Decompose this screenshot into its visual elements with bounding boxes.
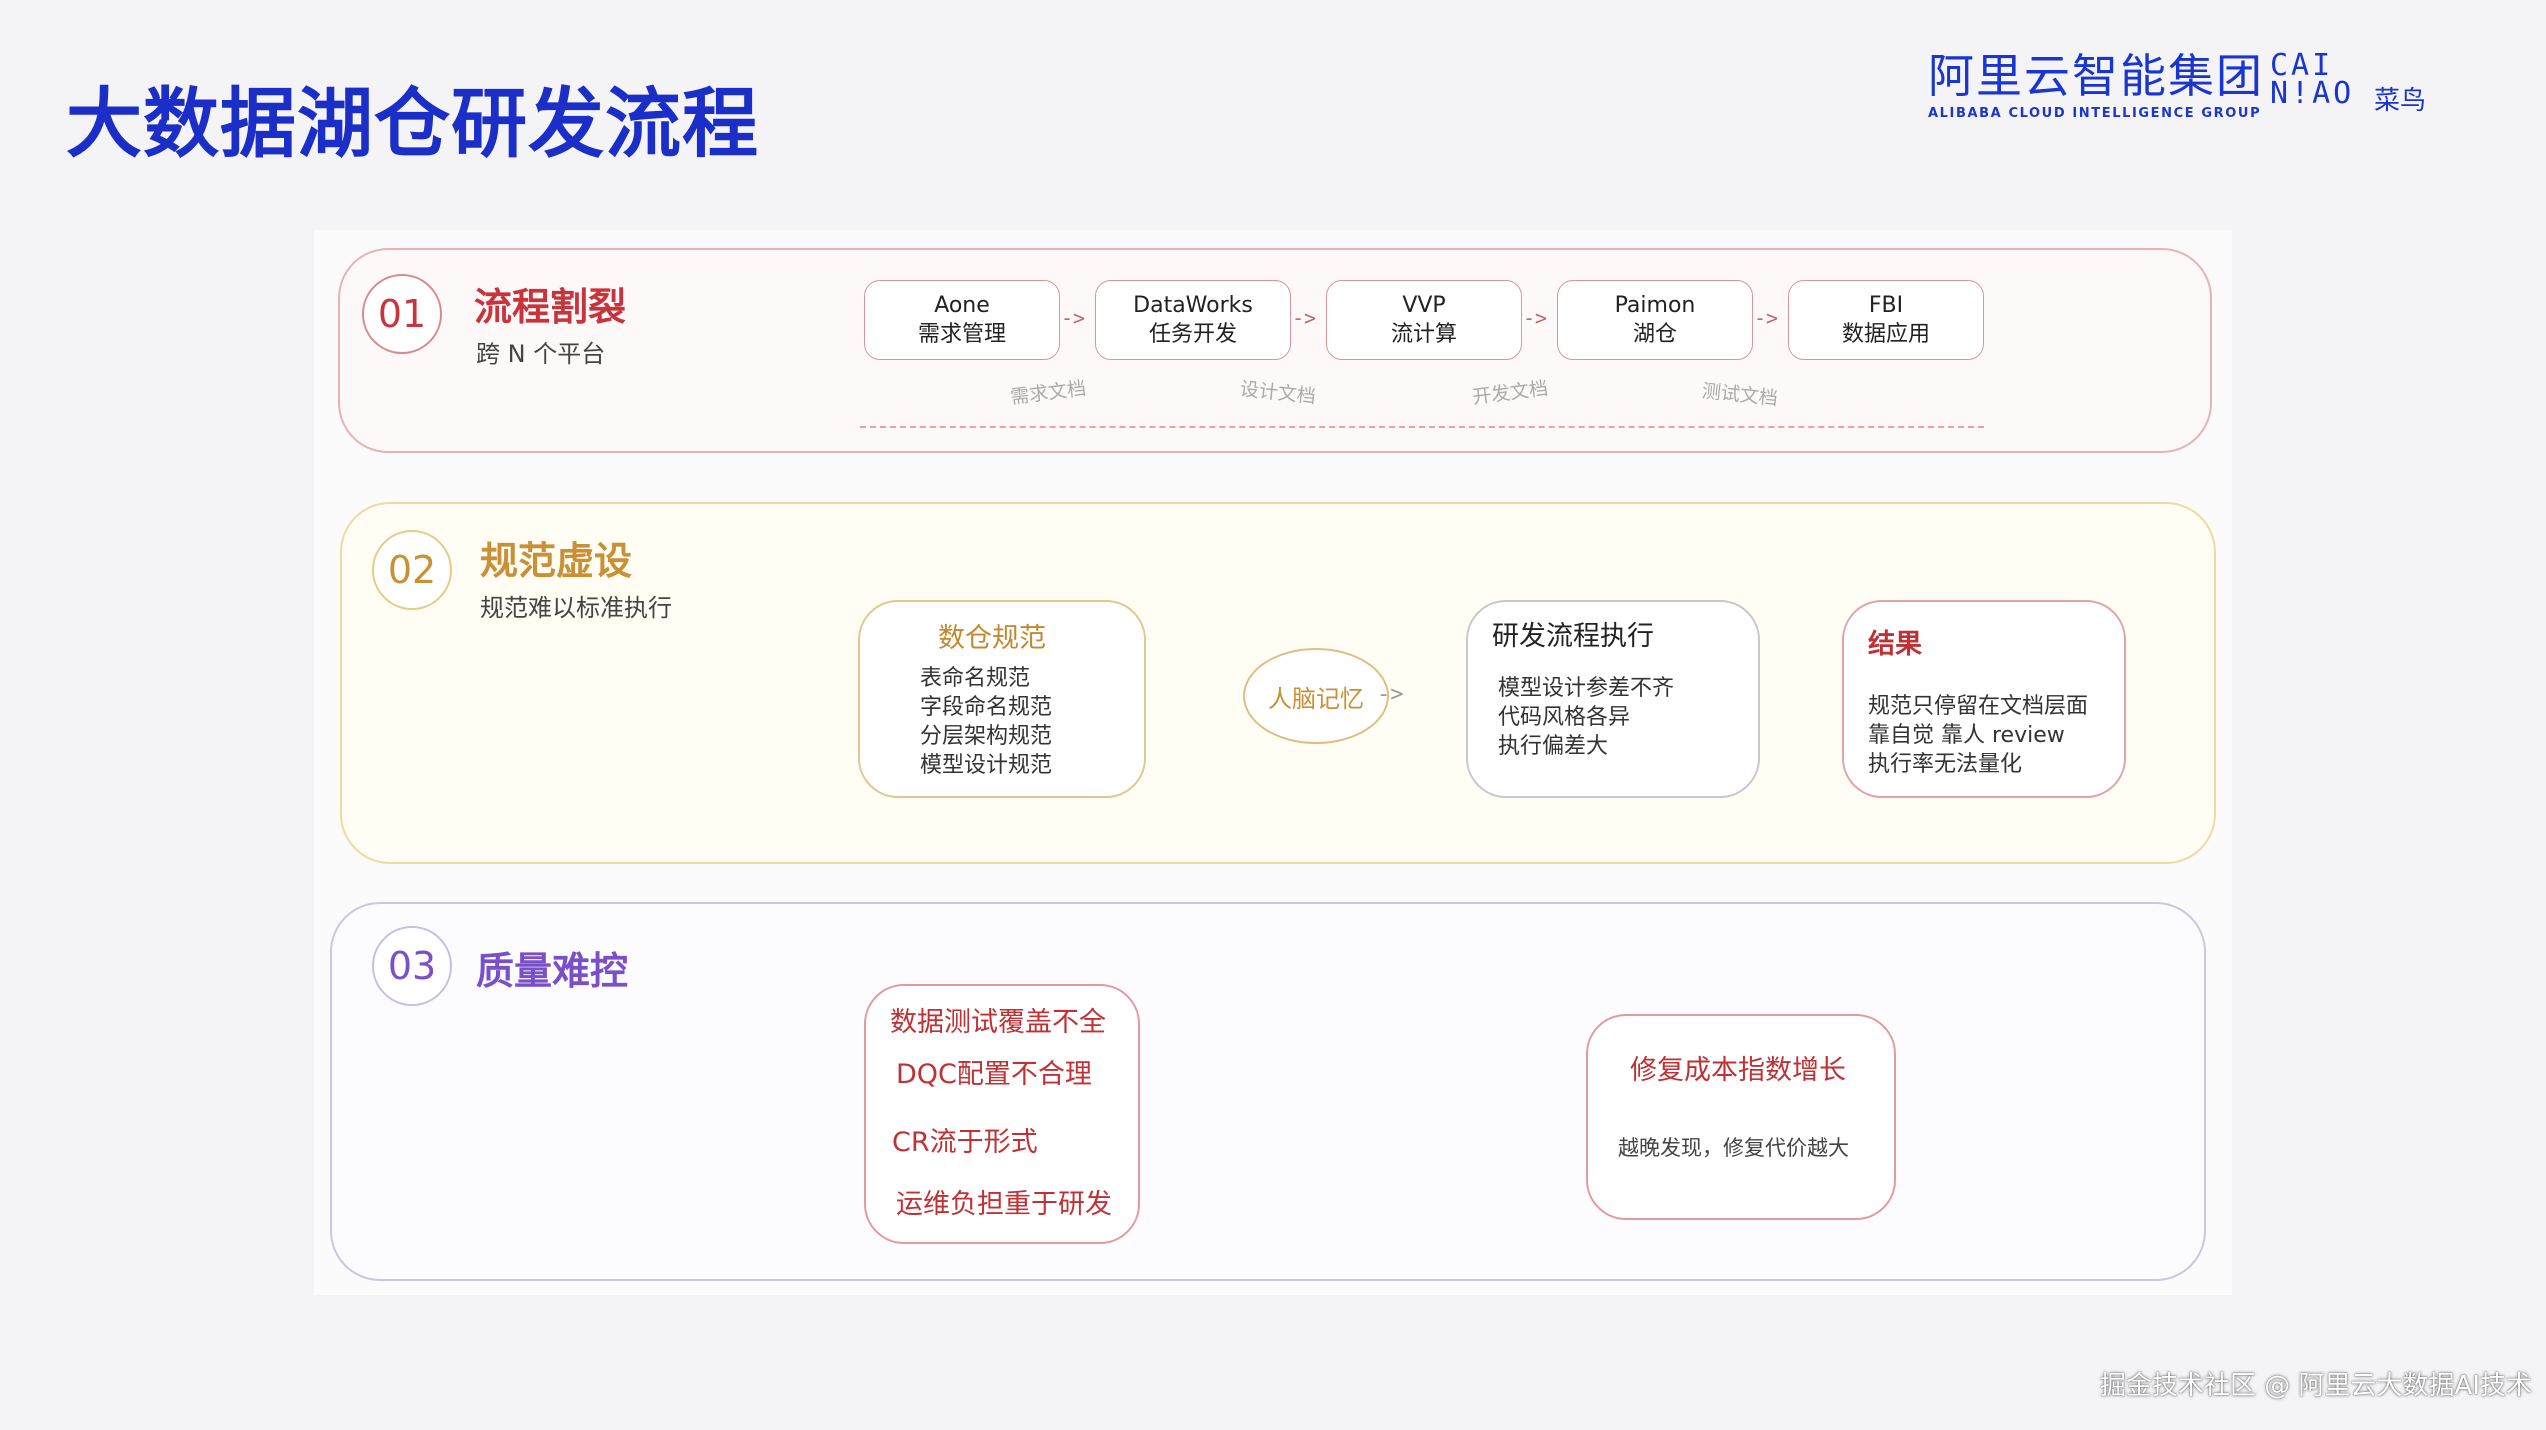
flow-node-name: DataWorks — [1133, 293, 1253, 318]
flow-node-desc: 需求管理 — [917, 322, 1006, 347]
warehouse-standards-box: 数仓规范 表命名规范 字段命名规范 分层架构规范 模型设计规范 — [858, 600, 1146, 798]
quality-issue-item: CR流于形式 — [892, 1127, 1038, 1158]
flow-arrow: -> — [1292, 306, 1317, 330]
flow-node-desc: 任务开发 — [1148, 322, 1237, 347]
process-execution-box: 研发流程执行 模型设计参差不齐 代码风格各异 执行偏差大 — [1466, 600, 1760, 798]
flow-arrow: -> — [1523, 306, 1548, 330]
quality-issue-item: 数据测试覆盖不全 — [890, 1007, 1106, 1038]
flow-node-paimon: Paimon 湖仓 — [1557, 280, 1753, 360]
flow-arrow: -> — [1754, 306, 1779, 330]
list-item: 执行率无法量化 — [1868, 752, 2023, 777]
cainiao-logo: CAI N!AO 菜鸟 — [2270, 48, 2430, 117]
result-box: 结果 规范只停留在文档层面 靠自觉 靠人 review 执行率无法量化 — [1842, 600, 2126, 798]
warehouse-standards-list: 表命名规范 字段命名规范 分层架构规范 模型设计规范 — [920, 664, 1052, 780]
repair-cost-desc: 越晚发现，修复代价越大 — [1618, 1136, 1849, 1160]
alibaba-cloud-logo: 阿里云智能集团 ALIBABA CLOUD INTELLIGENCE GROUP — [1928, 48, 2264, 121]
process-execution-title: 研发流程执行 — [1492, 621, 1654, 652]
flow-node-name: VVP — [1402, 293, 1446, 318]
repair-cost-box: 修复成本指数增长 越晚发现，修复代价越大 — [1586, 1014, 1896, 1220]
flow-node-desc: 流计算 — [1390, 322, 1457, 347]
section-subtitle-standards: 规范难以标准执行 — [480, 594, 672, 622]
flow-node-vvp: VVP 流计算 — [1326, 280, 1522, 360]
page-title: 大数据湖仓研发流程 — [66, 79, 759, 168]
watermark: 掘金技术社区 @ 阿里云大数据AI技术 — [2100, 1371, 2532, 1401]
result-list: 规范只停留在文档层面 靠自觉 靠人 review 执行率无法量化 — [1868, 692, 2088, 779]
flow-node-name: FBI — [1868, 293, 1904, 318]
list-item: 规范只停留在文档层面 — [1868, 694, 2089, 719]
cainiao-logo-latin: CAI N!AO — [2270, 48, 2355, 111]
section-number-01: 01 — [362, 274, 442, 354]
list-item: 模型设计参差不齐 — [1498, 676, 1675, 701]
memory-arrow: -> — [1377, 682, 1404, 707]
flow-node-name: Paimon — [1614, 293, 1696, 318]
quality-issues-box: 数据测试覆盖不全 DQC配置不合理 CR流于形式 运维负担重于研发 — [864, 984, 1140, 1244]
flow-node-aone: Aone 需求管理 — [864, 280, 1060, 360]
list-item: 字段命名规范 — [920, 695, 1053, 720]
alibaba-cloud-logo-en: ALIBABA CLOUD INTELLIGENCE GROUP — [1928, 106, 2262, 121]
list-item: 分层架构规范 — [920, 724, 1053, 749]
section-number-03: 03 — [372, 926, 452, 1006]
list-item: 模型设计规范 — [920, 753, 1053, 778]
human-memory-node: 人脑记忆 — [1243, 648, 1389, 744]
section-subtitle-platforms: 跨 N 个平台 — [476, 340, 606, 368]
list-item: 表命名规范 — [920, 666, 1031, 691]
quality-issue-item: 运维负担重于研发 — [896, 1189, 1112, 1220]
section-title-quality: 质量难控 — [476, 949, 629, 993]
list-item: 代码风格各异 — [1498, 705, 1631, 730]
list-item: 执行偏差大 — [1498, 734, 1609, 759]
flow-node-desc: 数据应用 — [1841, 322, 1930, 347]
section-title-process-fragmented: 流程割裂 — [474, 285, 627, 329]
section-number-02: 02 — [372, 530, 452, 610]
alibaba-cloud-logo-cn: 阿里云智能集团 — [1928, 49, 2264, 103]
repair-cost-title: 修复成本指数增长 — [1630, 1055, 1846, 1086]
process-execution-list: 模型设计参差不齐 代码风格各异 执行偏差大 — [1498, 674, 1674, 761]
quality-issue-item: DQC配置不合理 — [896, 1059, 1092, 1090]
flow-arrow: -> — [1061, 306, 1086, 330]
warehouse-standards-title: 数仓规范 — [938, 623, 1046, 654]
result-title: 结果 — [1868, 629, 1922, 660]
doc-dashed-line — [860, 426, 1984, 428]
flow-node-dataworks: DataWorks 任务开发 — [1095, 280, 1291, 360]
section-title-standards: 规范虚设 — [480, 539, 633, 583]
list-item: 靠自觉 靠人 review — [1868, 723, 2065, 748]
flow-node-fbi: FBI 数据应用 — [1788, 280, 1984, 360]
cainiao-logo-cn: 菜鸟 — [2374, 86, 2427, 116]
flow-node-desc: 湖仓 — [1632, 322, 1677, 347]
flow-node-name: Aone — [934, 293, 990, 318]
